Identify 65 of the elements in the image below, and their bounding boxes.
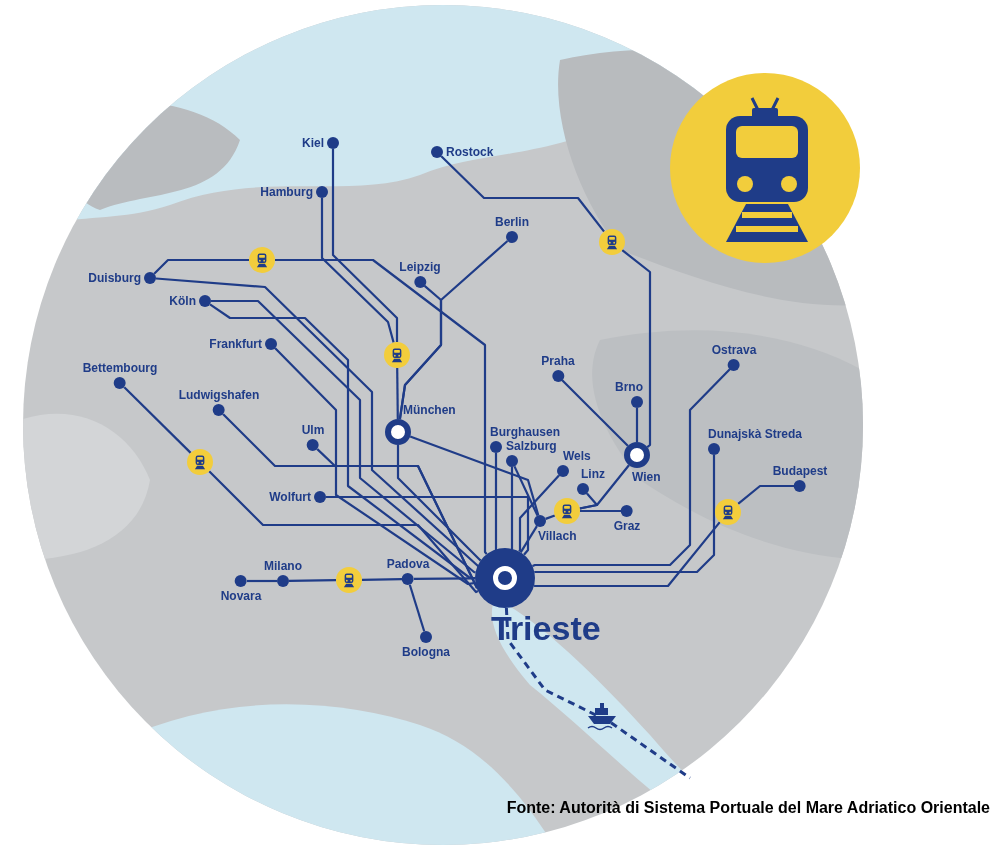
source-caption: Fonte: Autorità di Sistema Portuale del Mare Adriatico Orientale: [506, 798, 990, 818]
rail-line: [408, 584, 426, 632]
rail-line: [414, 577, 475, 580]
rail-line: [396, 445, 482, 562]
city-label: Köln: [169, 294, 196, 308]
city-label: Milano: [264, 559, 302, 573]
city-label: Bettembourg: [82, 361, 158, 375]
rail-line: [289, 579, 336, 582]
rail-line: [440, 155, 605, 233]
city-label: Wolfurt: [269, 490, 311, 504]
city-label: Novara: [220, 589, 262, 603]
rail-line: [518, 474, 560, 552]
rail-line: [274, 347, 476, 586]
rail-line: [247, 579, 277, 583]
city-label: Wien: [631, 470, 661, 484]
rail-line: [155, 277, 480, 568]
rail-line: [208, 470, 479, 594]
rail-line: [533, 455, 716, 574]
rail-line: [510, 467, 514, 551]
rail-line: [621, 249, 652, 448]
city-label: Trieste: [490, 610, 601, 646]
city-label: Bologna: [402, 645, 450, 659]
rail-line: [153, 258, 249, 275]
city-label: Rostock: [446, 145, 494, 159]
rail-line: [580, 509, 621, 513]
city-label: Ostrava: [711, 343, 757, 357]
rail-line: [123, 386, 192, 454]
city-label: München: [402, 403, 456, 417]
sea-route-line: [504, 607, 691, 780]
rail-line: [320, 198, 395, 343]
rail-line: [635, 408, 639, 442]
rail-line: [532, 368, 731, 568]
rail-line: [275, 258, 488, 555]
rail-line: [533, 521, 721, 588]
city-label: Dunajskà Streda: [708, 427, 803, 441]
city-label: Praha: [541, 354, 575, 368]
rail-line: [737, 484, 794, 505]
city-label: Kiel: [302, 136, 324, 150]
rail-line: [545, 514, 556, 520]
city-label: Ulm: [301, 423, 325, 437]
city-label: Ludwigshafen: [178, 388, 260, 402]
city-label: Budapest: [772, 464, 828, 478]
city-label: Hamburg: [260, 185, 313, 199]
city-label: Berlin: [495, 215, 529, 229]
city-label: Burghausen: [490, 425, 560, 439]
city-label: Wels: [562, 449, 591, 463]
rail-line: [326, 495, 530, 556]
rail-line: [513, 465, 539, 517]
city-label: Linz: [580, 467, 605, 481]
rail-line: [362, 578, 402, 581]
city-label: Padova: [386, 557, 430, 571]
city-label: Duisburg: [88, 271, 141, 285]
rail-line: [398, 240, 509, 420]
rail-line: [561, 379, 629, 447]
rail-line: [331, 149, 399, 342]
city-label: Villach: [537, 529, 577, 543]
rail-line: [579, 464, 630, 510]
rail-line: [396, 368, 399, 419]
city-label: Graz: [613, 519, 641, 533]
city-label: Salzburg: [506, 439, 557, 453]
city-label: Frankfurt: [209, 337, 262, 351]
city-label: Brno: [615, 380, 643, 394]
rail-line: [519, 525, 538, 553]
city-label: Leipzig: [399, 260, 441, 274]
rail-line: [316, 448, 479, 590]
